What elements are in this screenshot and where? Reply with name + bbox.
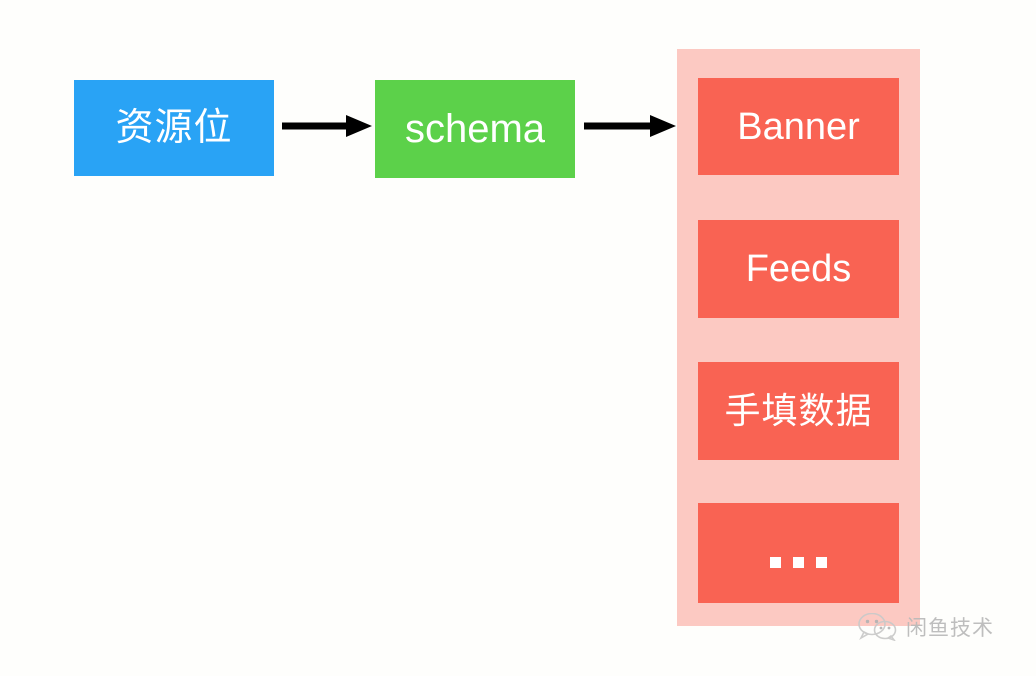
type-box-banner-label: Banner bbox=[737, 105, 860, 148]
resource-types-container: Banner Feeds 手填数据 bbox=[677, 49, 920, 626]
node-schema-label: schema bbox=[404, 107, 546, 151]
node-resource-slot-label: 资源位 bbox=[115, 107, 233, 149]
type-box-banner[interactable]: Banner bbox=[698, 78, 899, 175]
type-box-manual-data-label: 手填数据 bbox=[724, 390, 873, 431]
type-box-feeds[interactable]: Feeds bbox=[698, 220, 899, 318]
type-box-manual-data[interactable]: 手填数据 bbox=[698, 362, 899, 460]
watermark: 闲鱼技术 bbox=[858, 612, 994, 642]
arrow-schema-to-types-icon bbox=[584, 115, 676, 137]
arrow-source-to-schema-icon bbox=[282, 115, 372, 137]
node-resource-slot[interactable]: 资源位 bbox=[74, 80, 274, 176]
node-schema[interactable]: schema bbox=[375, 80, 575, 178]
wechat-logo-icon bbox=[858, 613, 897, 641]
type-box-more[interactable] bbox=[698, 503, 899, 603]
watermark-text: 闲鱼技术 bbox=[906, 616, 994, 640]
type-box-feeds-label: Feeds bbox=[745, 248, 852, 290]
type-box-more-ellipsis-icon bbox=[770, 556, 827, 568]
